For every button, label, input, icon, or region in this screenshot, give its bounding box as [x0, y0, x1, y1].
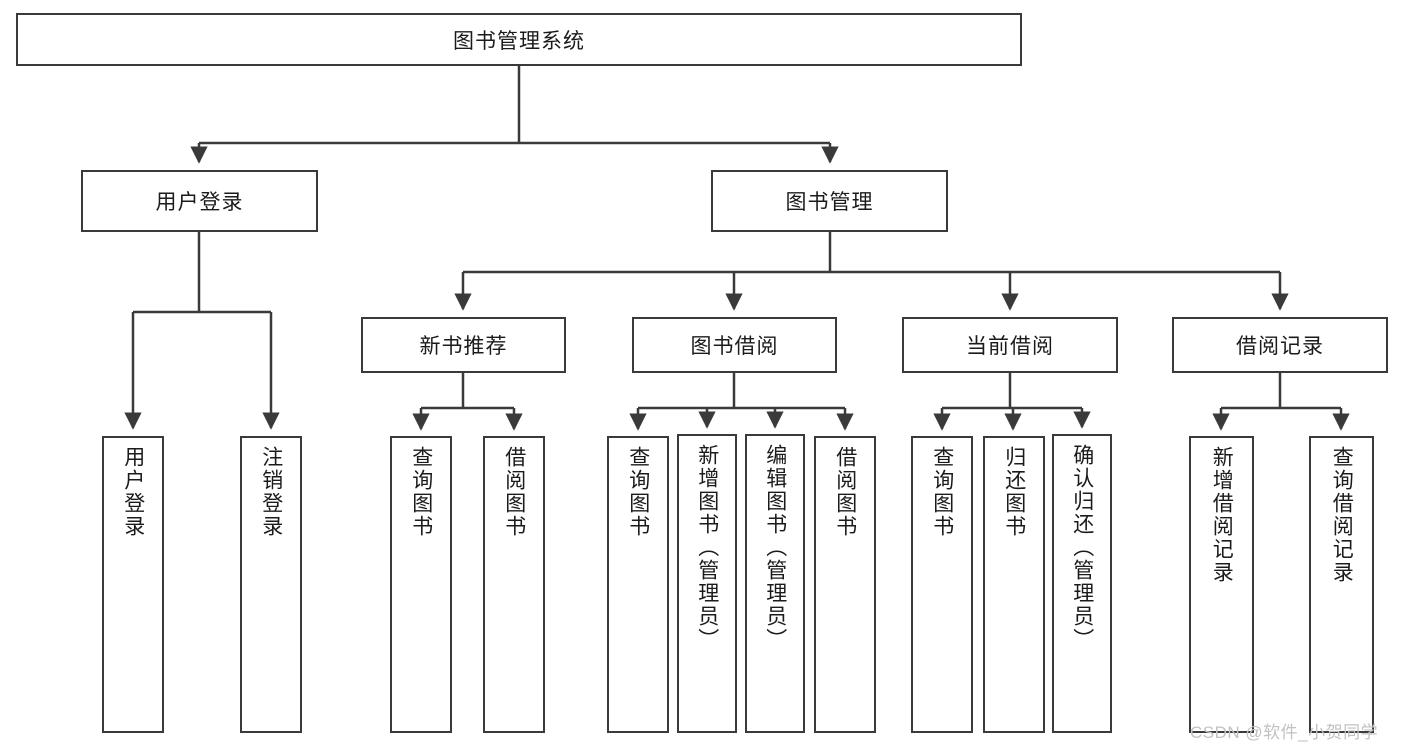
leaf-label: 查询图书	[930, 446, 954, 538]
leaf-add-book-admin[interactable]: 新增图书（管理员）	[677, 434, 737, 733]
leaf-query-borrow-record[interactable]: 查询借阅记录	[1309, 436, 1374, 733]
node-user-login[interactable]: 用户登录	[81, 170, 318, 232]
csdn-watermark: CSDN @软件_小贺同学	[1190, 723, 1379, 742]
leaf-label: 查询图书	[626, 446, 650, 538]
leaf-label: 借阅图书	[833, 446, 857, 538]
node-root[interactable]: 图书管理系统	[16, 13, 1022, 66]
leaf-query-book-current[interactable]: 查询图书	[911, 436, 973, 733]
node-book-management[interactable]: 图书管理	[711, 170, 948, 232]
leaf-add-borrow-record[interactable]: 新增借阅记录	[1189, 436, 1254, 733]
leaf-label: 确认归还（管理员）	[1070, 444, 1094, 651]
leaf-label: 借阅图书	[502, 446, 526, 538]
leaf-logout[interactable]: 注销登录	[240, 436, 302, 733]
leaf-confirm-return-admin[interactable]: 确认归还（管理员）	[1052, 434, 1112, 733]
node-current-borrow[interactable]: 当前借阅	[902, 317, 1118, 373]
leaf-label: 归还图书	[1002, 446, 1026, 538]
leaf-query-book-borrow[interactable]: 查询图书	[607, 436, 669, 733]
leaf-label: 查询图书	[409, 446, 433, 538]
node-book-borrow[interactable]: 图书借阅	[632, 317, 837, 373]
leaf-borrow-book-recommend[interactable]: 借阅图书	[483, 436, 545, 733]
leaf-label: 注销登录	[259, 446, 283, 538]
leaf-label: 新增借阅记录	[1210, 446, 1234, 584]
leaf-label: 查询借阅记录	[1330, 446, 1354, 584]
leaf-borrow-book[interactable]: 借阅图书	[814, 436, 876, 733]
node-borrow-record[interactable]: 借阅记录	[1172, 317, 1388, 373]
leaf-user-login[interactable]: 用户登录	[102, 436, 164, 733]
leaf-label: 编辑图书（管理员）	[763, 444, 787, 651]
leaf-query-book-recommend[interactable]: 查询图书	[390, 436, 452, 733]
leaf-label: 用户登录	[121, 446, 145, 538]
leaf-edit-book-admin[interactable]: 编辑图书（管理员）	[745, 434, 805, 733]
node-new-book-recommend[interactable]: 新书推荐	[361, 317, 566, 373]
leaf-return-book[interactable]: 归还图书	[983, 436, 1045, 733]
leaf-label: 新增图书（管理员）	[695, 444, 719, 651]
